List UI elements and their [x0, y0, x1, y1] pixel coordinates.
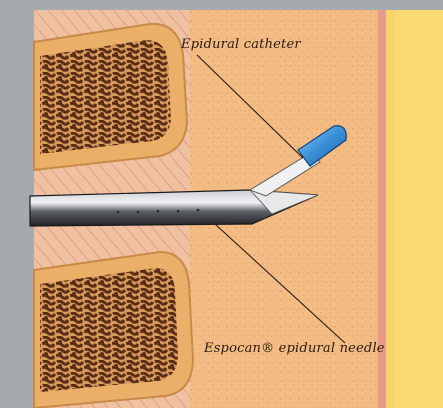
dura-highlight	[395, 10, 443, 408]
epidural-needle-label: Espocan® epidural needle	[204, 341, 385, 356]
epidural-catheter-label: Epidural catheter	[181, 37, 301, 52]
upper-vertebra-marrow	[40, 40, 171, 154]
lower-vertebra-marrow	[40, 268, 178, 392]
